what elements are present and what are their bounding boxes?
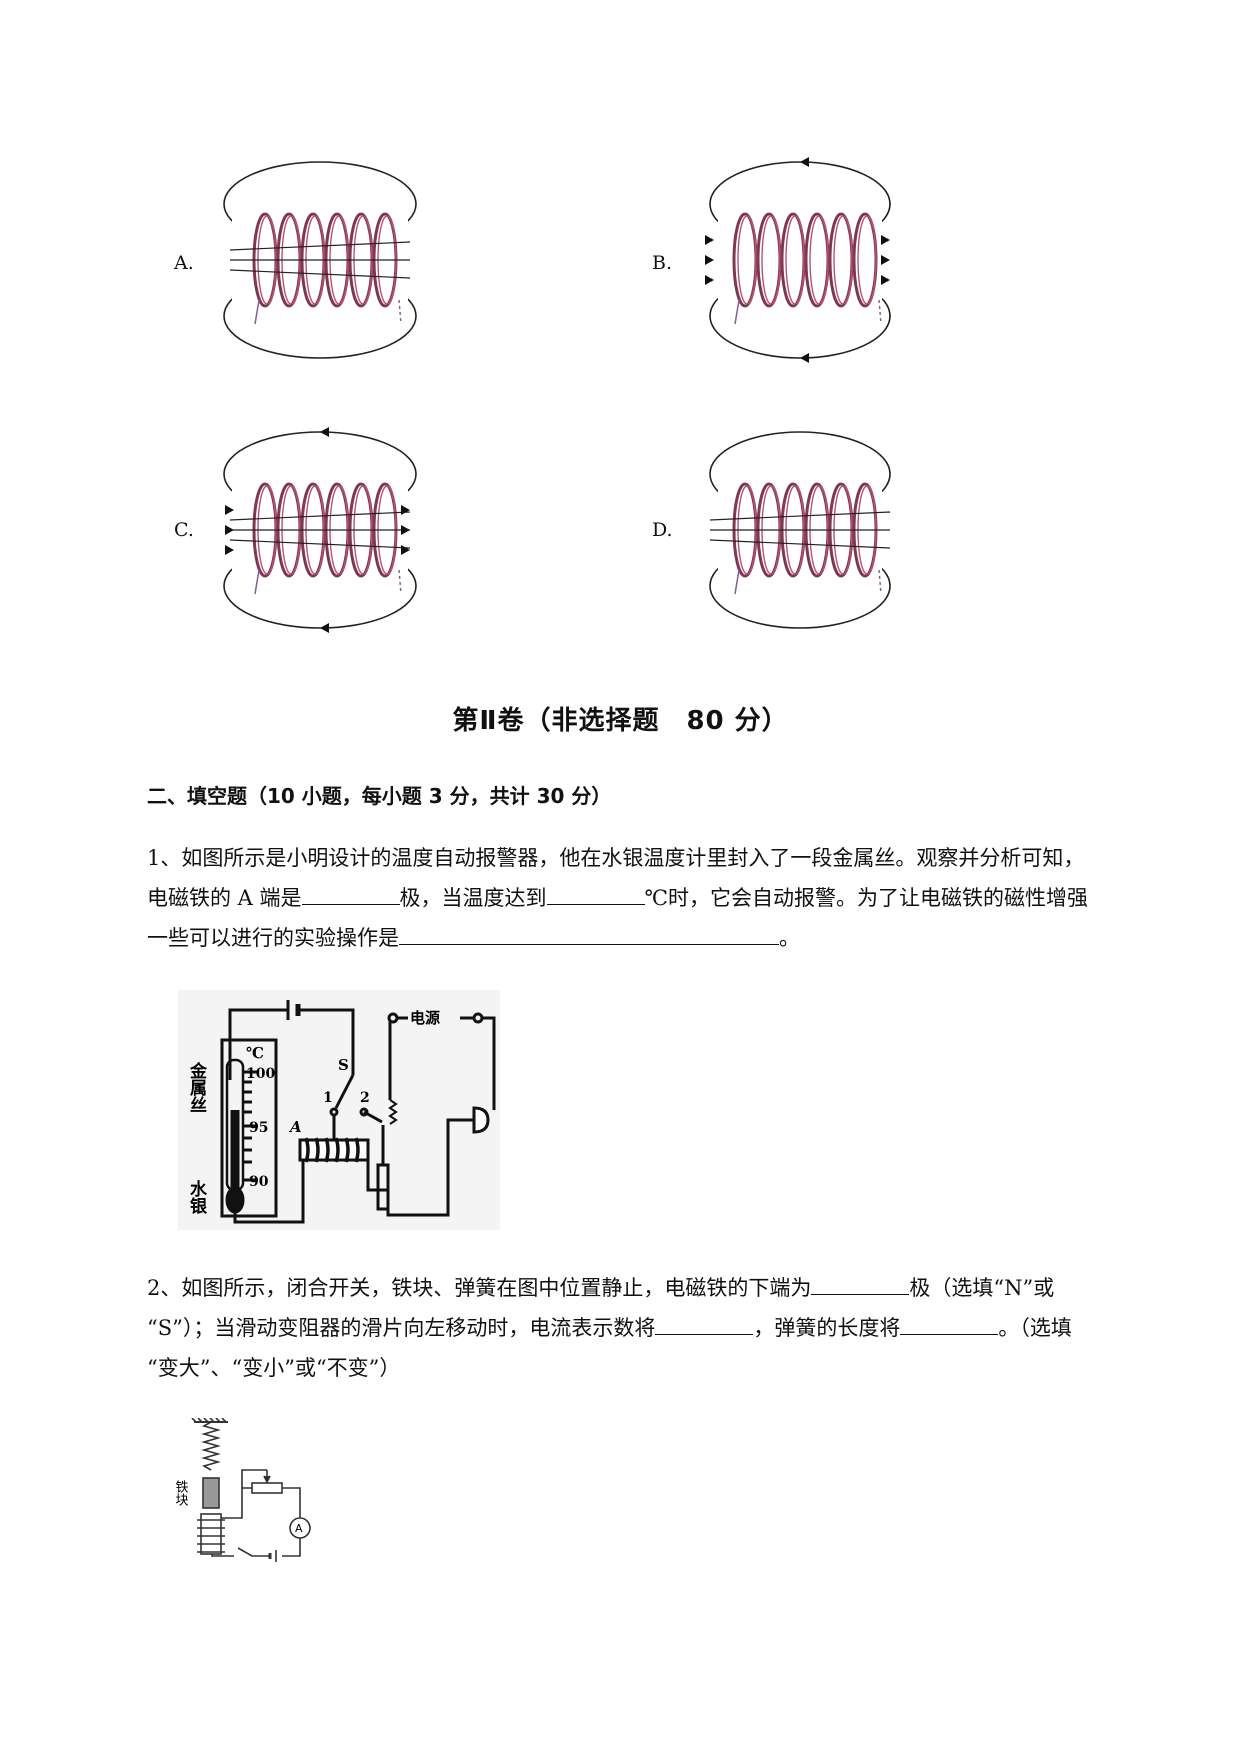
contact-1-label: 1: [323, 1090, 333, 1106]
solenoid-figure-d: [709, 431, 891, 629]
coil-turn-highlight: [809, 215, 829, 305]
tick-100: 100: [246, 1066, 275, 1082]
lead-wire: [734, 299, 740, 325]
lead-wire: [734, 569, 740, 595]
field-arrow: [401, 545, 410, 555]
field-line-inner: [229, 511, 411, 521]
option-a-label: A.: [174, 252, 194, 274]
power-label: 电源: [410, 1009, 440, 1027]
field-arrow: [881, 235, 890, 245]
q2-text: ，弹簧的长度将: [753, 1316, 901, 1340]
field-arrow: [881, 275, 890, 285]
ammeter-symbol: A: [295, 1522, 303, 1535]
coil-turn-highlight: [737, 215, 757, 305]
q1-blank-2[interactable]: [546, 878, 645, 905]
q1-text: 。: [779, 926, 800, 950]
field-arrow: [705, 255, 714, 265]
field-arrow: [401, 505, 410, 515]
field-arrow: [225, 505, 234, 515]
q1-text: 一些可以进行的实验操作是: [147, 926, 399, 950]
solenoid-figure-a: [223, 161, 417, 359]
field-arrow: [800, 353, 809, 363]
field-arrow: [401, 525, 410, 535]
mercury-label: 水银: [186, 1179, 207, 1215]
part-heading: 二、填空题（10 小题，每小题 3 分，共计 30 分）: [147, 784, 612, 808]
q2-line-2: “S”）；当滑动变阻器的滑片向左移动时，电流表示数将 ，弹簧的长度将 。（选填: [147, 1308, 1147, 1348]
solenoid-figure-b: [705, 157, 891, 363]
solenoid-figure-c: [223, 427, 417, 633]
electromagnet-spring-figure: A 铁块: [173, 1418, 311, 1562]
lead-wire: [254, 299, 260, 325]
q2-blank-2[interactable]: [655, 1308, 754, 1335]
q1-blank-3[interactable]: [399, 918, 779, 945]
lead-wire: [254, 569, 260, 595]
lead-wire: [398, 299, 402, 325]
end-a-label: A: [288, 1118, 302, 1136]
field-arrow: [881, 255, 890, 265]
field-line-inner: [229, 539, 411, 549]
q1-line-3: 一些可以进行的实验操作是 。: [147, 918, 1147, 958]
q1-text: 极，当温度达到: [399, 886, 547, 910]
tick-95: 95: [249, 1120, 268, 1136]
q2-blank-1[interactable]: [811, 1268, 910, 1295]
coil-turn-highlight: [833, 215, 853, 305]
switch-s-label: S: [338, 1056, 349, 1074]
lead-wire: [878, 569, 882, 595]
metal-wire-label: 金属丝: [186, 1061, 208, 1113]
coil-turn-highlight: [761, 215, 781, 305]
alarm-circuit-figure: 金属丝 水银 ℃ 100 95 90 S 1 2 A 电源: [178, 990, 500, 1230]
q2-line-3: “变大”、“变小”或“不变”）: [147, 1356, 401, 1380]
question-1: 1、如图所示是小明设计的温度自动报警器，他在水银温度计里封入了一段金属丝。观察并…: [147, 838, 1147, 958]
coil-turn-highlight: [785, 215, 805, 305]
q1-text: 电磁铁的 A 端是: [147, 886, 302, 910]
field-arrow: [800, 157, 809, 167]
q2-line-1: 2、如图所示，闭合开关，铁块、弹簧在图中位置静止，电磁铁的下端为 极（选填“N”或: [147, 1268, 1147, 1308]
coil-turn-highlight: [857, 215, 877, 305]
celsius-unit: ℃: [246, 1044, 264, 1062]
q1-blank-1[interactable]: [301, 878, 400, 905]
field-arrow: [320, 427, 329, 437]
q2-text: 极（选填“N”或: [909, 1276, 1055, 1300]
q1-line-1: 1、如图所示是小明设计的温度自动报警器，他在水银温度计里封入了一段金属丝。观察并…: [147, 846, 1085, 870]
field-arrow: [705, 235, 714, 245]
contact-2-label: 2: [360, 1090, 370, 1106]
q2-blank-3[interactable]: [900, 1308, 999, 1335]
option-b-label: B.: [652, 252, 673, 274]
q1-line-2: 电磁铁的 A 端是 极，当温度达到 ℃时，它会自动报警。为了让电磁铁的磁性增强: [147, 878, 1147, 918]
option-d-label: D.: [652, 519, 673, 541]
q1-text: ℃时，它会自动报警。为了让电磁铁的磁性增强: [644, 886, 1089, 910]
tick-90: 90: [249, 1174, 269, 1190]
iron-block-label: 铁块: [173, 1480, 189, 1507]
field-line-inner: [229, 241, 411, 251]
field-arrow: [225, 525, 234, 535]
q2-text: “S”）；当滑动变阻器的滑片向左移动时，电流表示数将: [147, 1316, 656, 1340]
field-line-inner: [709, 511, 891, 521]
field-arrow: [320, 623, 329, 633]
section-title: 第Ⅱ卷（非选择题 80 分）: [452, 706, 789, 736]
question-2: 2、如图所示，闭合开关，铁块、弹簧在图中位置静止，电磁铁的下端为 极（选填“N”或…: [147, 1268, 1147, 1388]
q2-text: 。（选填: [998, 1316, 1072, 1340]
option-c-label: C.: [174, 519, 194, 541]
q2-text: 2、如图所示，闭合开关，铁块、弹簧在图中位置静止，电磁铁的下端为: [147, 1276, 812, 1300]
lead-wire: [398, 569, 402, 595]
field-line-inner: [709, 539, 891, 549]
field-arrow: [225, 545, 234, 555]
field-line-inner: [229, 269, 411, 279]
lead-wire: [878, 299, 882, 325]
field-arrow: [705, 275, 714, 285]
